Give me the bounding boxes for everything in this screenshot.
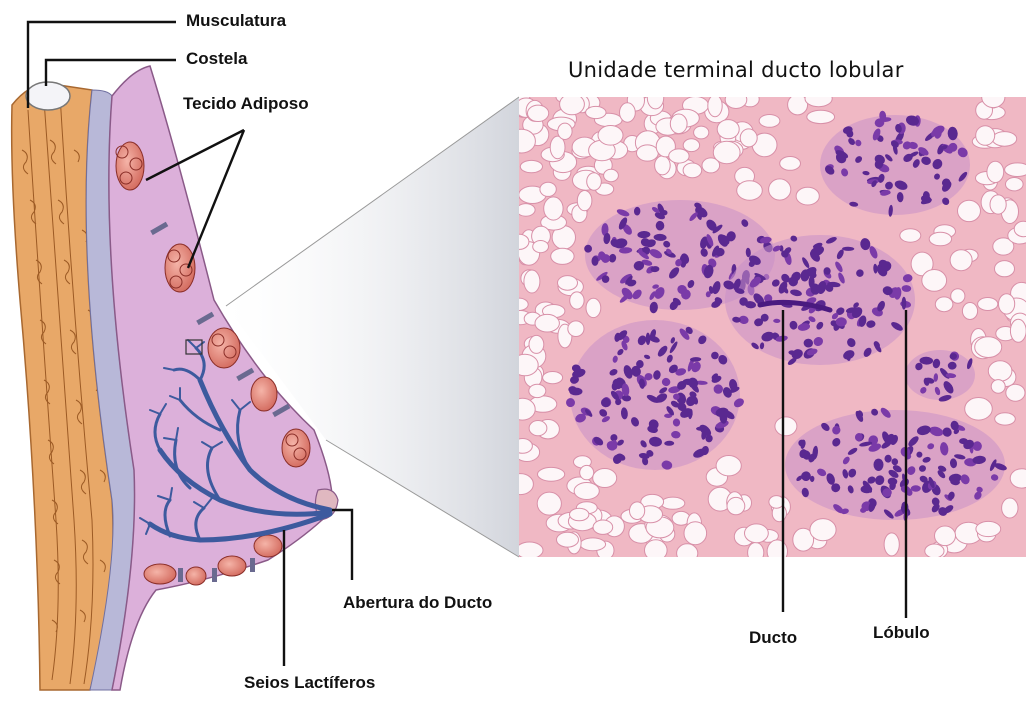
label-costela: Costela: [186, 49, 247, 69]
label-abertura-ducto: Abertura do Ducto: [343, 593, 492, 613]
label-ducto: Ducto: [749, 628, 797, 648]
micrograph-title: Unidade terminal ducto lobular: [568, 58, 904, 82]
leader-abertura-ducto: [332, 510, 352, 580]
label-lobulo: Lóbulo: [873, 623, 930, 643]
leader-costela: [46, 60, 176, 86]
histology-micrograph: [508, 87, 1026, 564]
label-seios-lactiferos: Seios Lactíferos: [244, 673, 375, 693]
rib: [26, 82, 70, 110]
leader-tecido-adiposo-2: [188, 130, 244, 268]
label-musculatura: Musculatura: [186, 11, 286, 31]
label-tecido-adiposo: Tecido Adiposo: [183, 94, 309, 114]
